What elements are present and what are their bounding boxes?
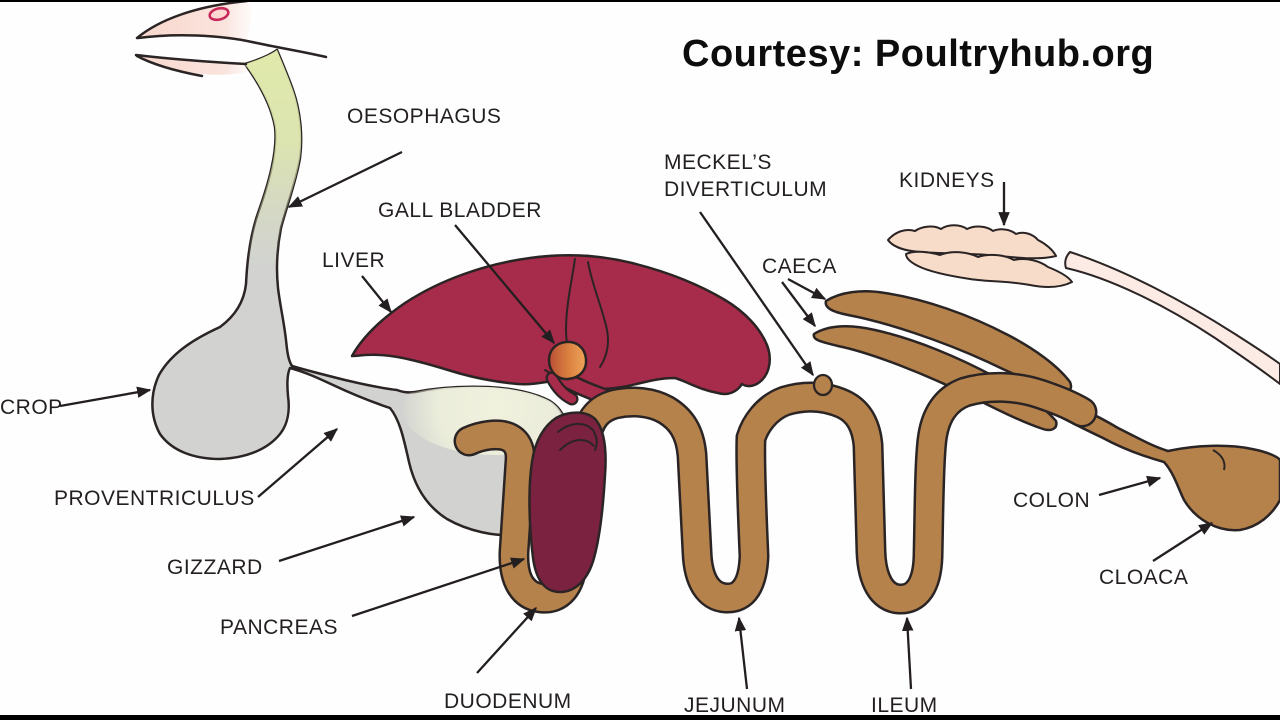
label-liver: LIVER <box>322 249 386 272</box>
top-border <box>0 0 1280 2</box>
colon-cloaca-shape <box>1042 396 1280 532</box>
label-colon: COLON <box>1013 489 1091 512</box>
beak-shape <box>134 0 328 78</box>
label-meckels-diverticulum: MECKEL’S DIVERTICULUM <box>664 151 828 201</box>
duodenum-arrow <box>476 606 537 674</box>
lower-jaw-line <box>135 54 204 78</box>
label-gizzard: GIZZARD <box>167 556 263 579</box>
proventriculus-arrow <box>257 428 339 498</box>
label-kidneys: KIDNEYS <box>899 169 995 192</box>
gall-bladder-arrow <box>454 224 555 345</box>
label-oesophagus: OESOPHAGUS <box>347 105 502 128</box>
caeca-arrow-upper <box>787 277 827 301</box>
nostril-icon <box>208 6 230 22</box>
bottom-border <box>0 715 1280 720</box>
pancreas-arrow <box>351 557 526 618</box>
label-caeca: CAECA <box>762 255 837 278</box>
gall-bladder-shape <box>547 340 588 381</box>
pancreas-shape <box>528 411 607 594</box>
pancreas-fold-lines <box>557 422 598 451</box>
liver-shape <box>350 254 771 396</box>
lower-beak-top-line <box>134 53 248 66</box>
gizzard-arrow <box>278 515 416 563</box>
meckels-diverticulum-shape <box>812 373 834 397</box>
upper-beak-top-line <box>135 0 249 40</box>
oesophagus-arrow <box>287 150 403 209</box>
mouth-line <box>136 33 328 59</box>
colon-arrow <box>1098 475 1162 497</box>
caeca-arrow-lower <box>781 281 816 328</box>
label-proventriculus: PROVENTRICULUS <box>54 487 255 510</box>
meckels-arrow <box>699 211 814 377</box>
label-arrows <box>59 150 1214 690</box>
label-cloaca: CLOACA <box>1099 566 1189 589</box>
ileum-arrow <box>901 616 914 690</box>
label-crop: CROP <box>0 396 63 419</box>
jejunum-arrow <box>734 616 749 690</box>
label-jejunum: JEJUNUM <box>684 694 786 717</box>
kidneys-shape <box>887 224 1073 288</box>
ureter-shape <box>1064 250 1280 386</box>
label-duodenum: DUODENUM <box>444 690 572 713</box>
label-pancreas: PANCREAS <box>220 616 338 639</box>
liver-arrow <box>361 275 392 314</box>
label-gall-bladder: GALL BLADDER <box>378 199 542 222</box>
cloaca-detail-line <box>1212 449 1226 471</box>
courtesy-credit: Courtesy: Poultryhub.org <box>682 33 1155 75</box>
label-ileum: ILEUM <box>871 694 938 717</box>
crop-arrow <box>59 386 152 408</box>
cloaca-arrow <box>1152 522 1214 562</box>
